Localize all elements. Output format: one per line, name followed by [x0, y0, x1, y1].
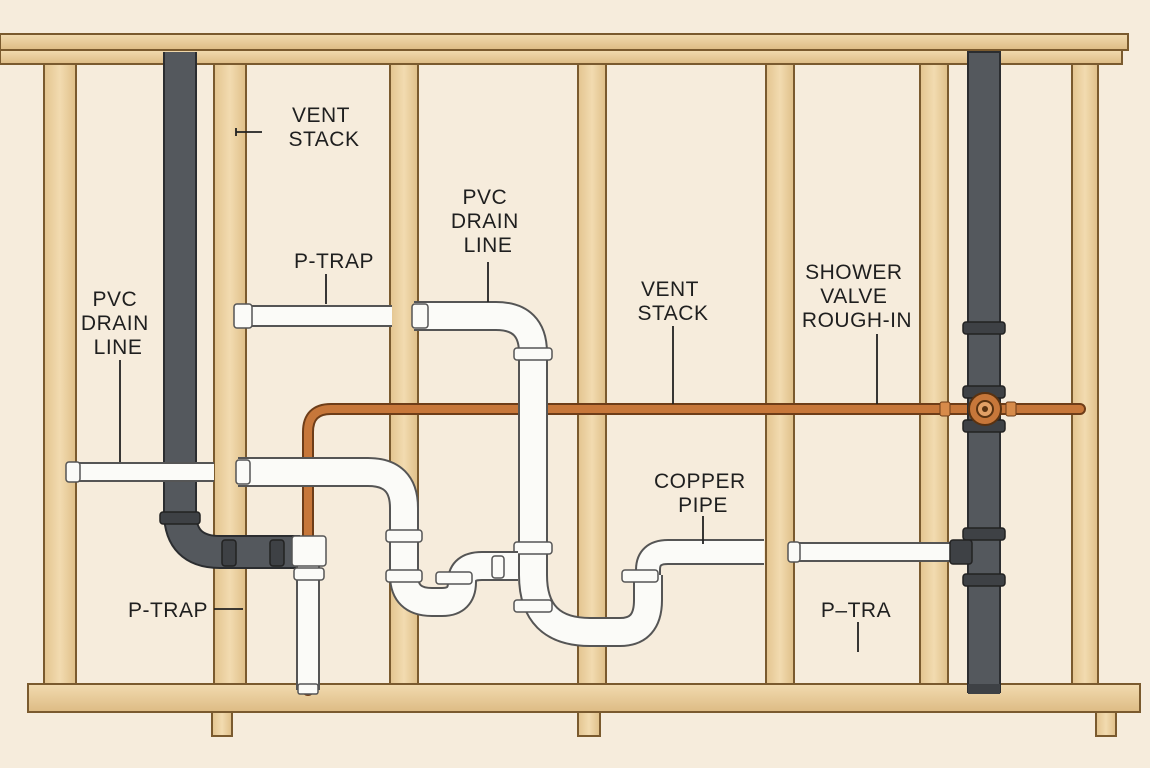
label-pvc-drain-line-center: PVC DRAIN LINE [451, 186, 525, 257]
pvc-pipes [65, 301, 960, 695]
stud [577, 63, 607, 685]
label-vent-stack-mid: VENT STACK [638, 278, 709, 325]
floor-joist [1095, 711, 1117, 737]
stud [1071, 63, 1099, 685]
stud [43, 63, 77, 685]
floor-joist [211, 711, 233, 737]
stud [919, 63, 949, 685]
left-vent-stack [159, 52, 300, 569]
right-vent-stack [949, 51, 1006, 694]
copper-pipe [302, 403, 1086, 696]
wall-framing [0, 33, 1141, 737]
top-plate-lower [0, 49, 1123, 65]
label-vent-stack-top: VENT STACK [289, 104, 360, 151]
label-copper-pipe: COPPER PIPE [654, 470, 752, 517]
floor-joist [577, 711, 601, 737]
bottom-plate [27, 683, 1141, 713]
label-p-trap-top: P-TRAP [294, 250, 374, 273]
label-p-tra-bottom-right: P–TRA [821, 599, 891, 622]
top-plate [0, 33, 1129, 51]
stud [765, 63, 795, 685]
labels: VENT STACK PVC DRAIN LINE P-TRAP PVC DRA… [81, 104, 912, 622]
stud [213, 63, 247, 685]
label-shower-valve-rough-in: SHOWER VALVE ROUGH-IN [802, 261, 912, 332]
label-p-trap-bottom-left: P-TRAP [128, 599, 208, 622]
leader-lines [119, 128, 878, 652]
label-pvc-drain-line-left: PVC DRAIN LINE [81, 288, 155, 359]
shower-valve [939, 392, 1017, 426]
